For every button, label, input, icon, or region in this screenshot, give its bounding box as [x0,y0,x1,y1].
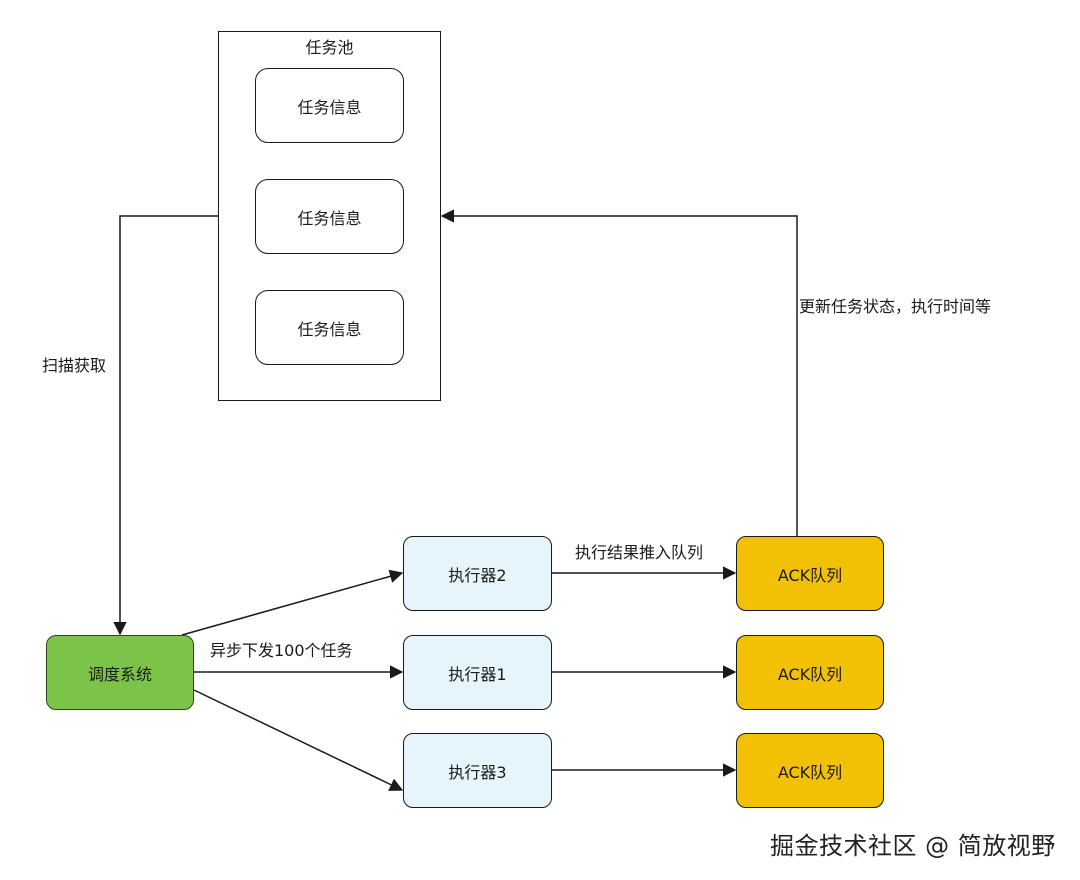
scheduler-node: 调度系统 [46,635,194,710]
task-info-box: 任务信息 [255,290,404,365]
dispatch-connector-executor-3 [193,689,404,791]
task-info-box: 任务信息 [255,68,404,143]
executor-2-node: 执行器2 [403,536,552,611]
ack-queue-node: ACK队列 [736,635,884,710]
push-edge-label: 执行结果推入队列 [575,539,704,563]
executor-1-node: 执行器1 [403,635,552,710]
task-pool-title: 任务池 [305,38,354,57]
ack-queue-node: ACK队列 [736,733,884,808]
scan-connector [113,215,218,636]
scan-edge-label: 扫描获取 [42,352,107,376]
update-connector [440,209,798,536]
task-info-box: 任务信息 [255,179,404,254]
ack-queue-node: ACK队列 [736,536,884,611]
dispatch-edge-label: 异步下发100个任务 [210,641,353,660]
executor-3-node: 执行器3 [403,733,552,808]
dispatch-connector-executor-2 [181,569,404,636]
watermark-text: 掘金技术社区 @ 简放视野 [770,832,1056,860]
update-edge-label: 更新任务状态，执行时间等 [799,293,992,317]
